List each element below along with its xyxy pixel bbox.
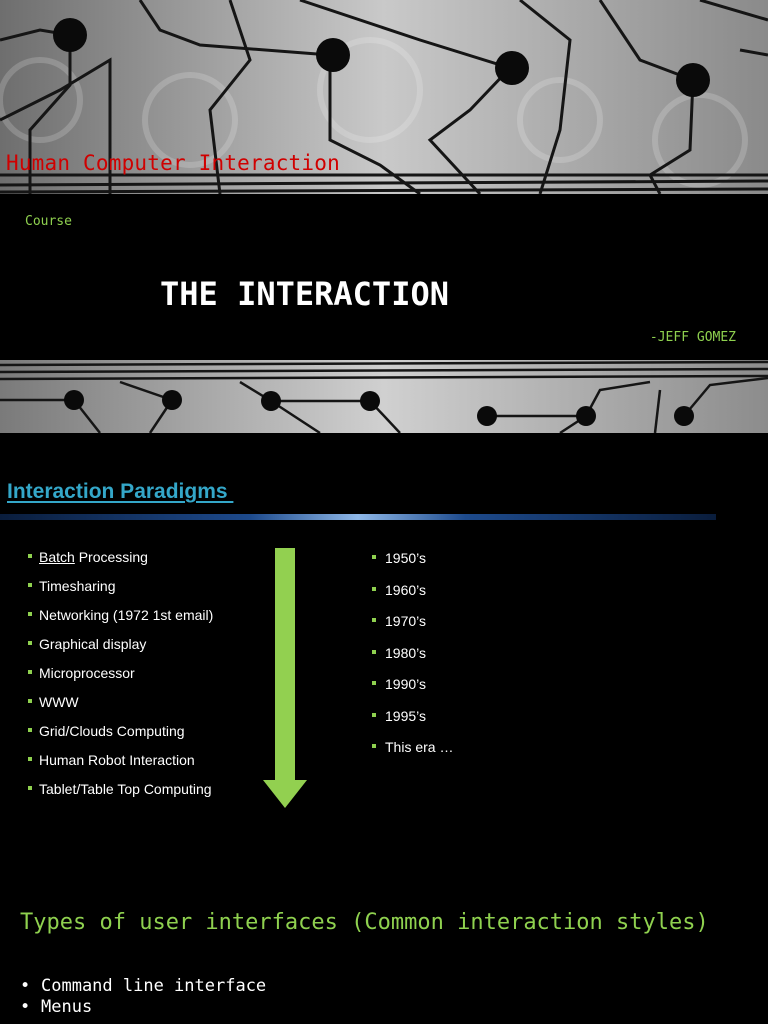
course-title: Human Computer Interaction (6, 151, 340, 175)
down-arrow-icon (263, 548, 307, 808)
eras-list: 1950’s 1960’s 1970’s 1980’s 1990’s 1995’… (372, 550, 453, 771)
circuit-board-banner-top (0, 0, 768, 194)
list-item: Timesharing (28, 578, 213, 607)
list-item: Batch Processing (28, 549, 213, 578)
paradigms-heading: Interaction Paradigms (7, 480, 234, 503)
list-item: 1980’s (372, 645, 453, 677)
author-name: -JEFF GOMEZ (649, 330, 736, 345)
list-item: Graphical display (28, 636, 213, 665)
list-item: WWW (28, 694, 213, 723)
list-item: 1995’s (372, 708, 453, 740)
list-item: This era … (372, 739, 453, 771)
list-item: Tablet/Table Top Computing (28, 781, 213, 810)
paradigms-list: Batch Processing Timesharing Networking … (28, 549, 213, 810)
interface-types-slide: Types of user interfaces (Common interac… (0, 866, 768, 1024)
interface-types-heading: Types of user interfaces (Common interac… (20, 910, 709, 935)
list-item: 1950’s (372, 550, 453, 582)
circuit-board-banner-bottom (0, 360, 768, 433)
list-item: Human Robot Interaction (28, 752, 213, 781)
list-item: Command line interface (20, 976, 266, 997)
heading-divider (0, 514, 716, 520)
list-item: Grid/Clouds Computing (28, 723, 213, 752)
list-item: Microprocessor (28, 665, 213, 694)
paradigms-slide: Interaction Paradigms Batch Processing T… (0, 433, 768, 866)
list-item: 1960’s (372, 582, 453, 614)
subtitle-label: Course (25, 214, 72, 229)
list-item: Networking (1972 1st email) (28, 607, 213, 636)
slide-title: THE INTERACTION (160, 275, 449, 313)
list-item: Menus (20, 997, 266, 1018)
title-slide: Human Computer Interaction Course THE IN… (0, 0, 768, 433)
list-item: 1970’s (372, 613, 453, 645)
interface-types-list: Command line interface Menus (20, 976, 266, 1018)
list-item: 1990’s (372, 676, 453, 708)
